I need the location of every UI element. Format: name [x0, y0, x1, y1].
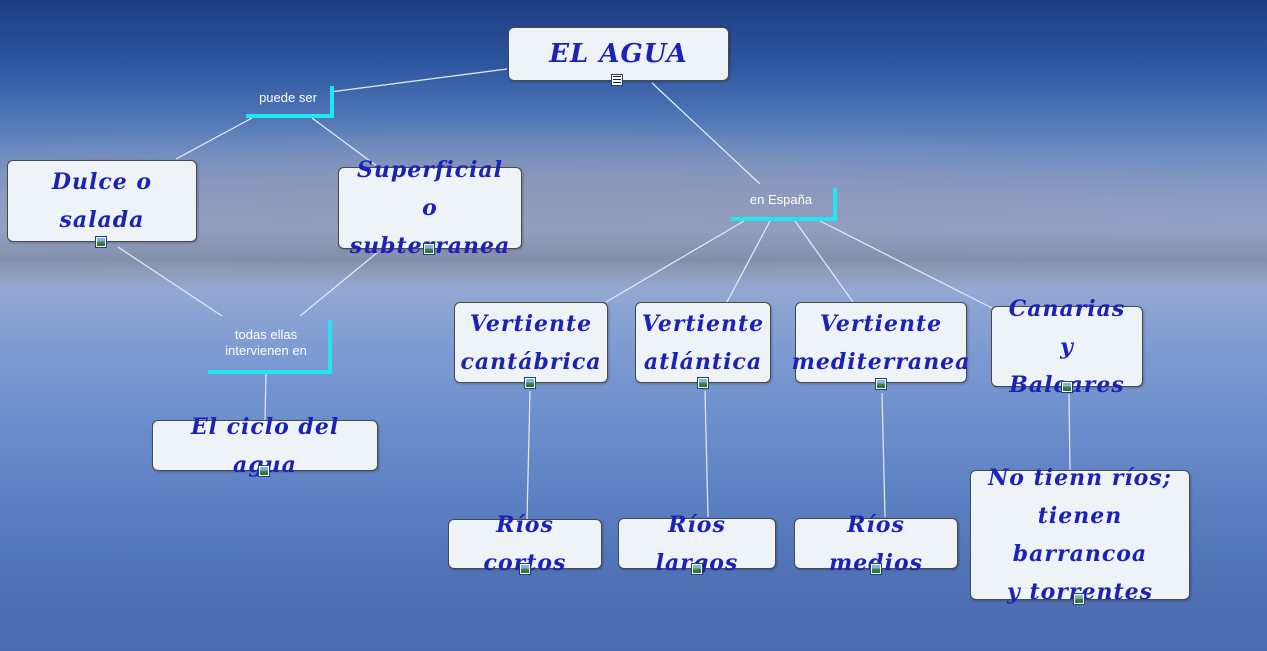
concept-dulce-salada[interactable]: Dulce o salada — [7, 160, 197, 242]
concept-ciclo-text: El ciclo del agua — [190, 413, 340, 478]
link-todas-ellas-line2: intervienen en — [225, 343, 307, 358]
concept-norios-line1: No tienn ríos; — [988, 465, 1172, 491]
concept-rios-largos[interactable]: Ríos largos — [618, 512, 776, 576]
image-icon[interactable] — [1073, 593, 1085, 605]
concept-vertiente-atlantica[interactable]: Vertiente atlántica — [635, 302, 771, 383]
image-icon[interactable] — [519, 563, 531, 575]
connector-superficial-todas — [299, 251, 379, 317]
link-en-espana[interactable]: en España — [738, 192, 824, 208]
connector-canarias-norios — [1068, 393, 1071, 471]
concept-atlantica-line2: atlántica — [643, 348, 763, 375]
link-todas-ellas-line1: todas ellas — [234, 327, 298, 342]
link-puede-ser[interactable]: puede ser — [248, 90, 328, 106]
concept-ciclo-agua[interactable]: El ciclo del agua — [152, 414, 378, 478]
image-icon[interactable] — [423, 243, 435, 255]
concept-dulce-line1: Dulce o — [51, 169, 153, 195]
concept-canarias-baleares[interactable]: Canarias y Baleares — [991, 296, 1143, 398]
concept-el-agua-text: EL AGUA — [549, 39, 688, 69]
connector-todas-ciclo — [264, 373, 267, 421]
connector-espana-atlantica — [726, 220, 771, 303]
image-icon[interactable] — [258, 465, 270, 477]
link-en-espana-bracket — [731, 188, 837, 221]
connector-puedeser-dulce — [175, 117, 253, 160]
concept-norios-line2: tienen barrancoa — [1012, 503, 1148, 567]
concept-mediterranea-line1: Vertiente — [819, 310, 943, 337]
connector-atlantica-largos — [704, 390, 709, 518]
link-puede-ser-text: puede ser — [259, 90, 317, 105]
image-icon[interactable] — [875, 378, 887, 390]
concept-mediterranea-line2: mediterranea — [791, 348, 971, 375]
image-icon[interactable] — [870, 563, 882, 575]
image-icon[interactable] — [524, 377, 536, 389]
concept-no-rios[interactable]: No tienn ríos; tienen barrancoa y torren… — [970, 465, 1190, 605]
concept-dulce-line2: salada — [59, 207, 145, 233]
connector-main-puedeser — [329, 68, 508, 93]
concept-vertiente-cantabrica[interactable]: Vertiente cantábrica — [454, 302, 608, 383]
document-icon[interactable] — [611, 74, 623, 86]
concept-superficial[interactable]: Superficial o subterranea — [338, 157, 522, 259]
connector-cantabrica-cortos — [526, 390, 531, 520]
concept-vertiente-mediterranea[interactable]: Vertiente mediterranea — [792, 302, 969, 383]
image-icon[interactable] — [95, 236, 107, 248]
connector-espana-canarias — [819, 220, 993, 309]
link-en-espana-text: en España — [749, 192, 813, 207]
concept-cantabrica-line2: cantábrica — [460, 348, 602, 375]
concept-rios-medios[interactable]: Ríos medios — [794, 512, 958, 576]
connector-main-espana — [651, 82, 761, 185]
image-icon[interactable] — [697, 377, 709, 389]
concept-atlantica-line1: Vertiente — [641, 310, 765, 337]
concept-canarias-line1: Canarias y — [1008, 295, 1126, 360]
connector-dulce-todas — [117, 246, 223, 317]
link-puede-ser-bracket — [246, 86, 334, 118]
connector-puedeser-superficial — [311, 117, 379, 168]
concept-superficial-line1: Superficial o — [356, 157, 504, 221]
connector-espana-cantabrica — [605, 220, 745, 303]
concept-rios-cortos[interactable]: Ríos cortos — [448, 512, 602, 576]
connector-espana-mediterranea — [794, 220, 854, 303]
concept-norios-line3: y torrentes — [1007, 579, 1153, 605]
concept-el-agua[interactable]: EL AGUA — [508, 27, 729, 81]
connector-mediterranea-medios — [881, 392, 886, 518]
link-todas-ellas[interactable]: todas ellas intervienen en — [212, 327, 320, 359]
image-icon[interactable] — [1061, 381, 1073, 393]
concept-cantabrica-line1: Vertiente — [469, 310, 593, 337]
link-todas-ellas-bracket — [208, 320, 332, 374]
image-icon[interactable] — [691, 563, 703, 575]
